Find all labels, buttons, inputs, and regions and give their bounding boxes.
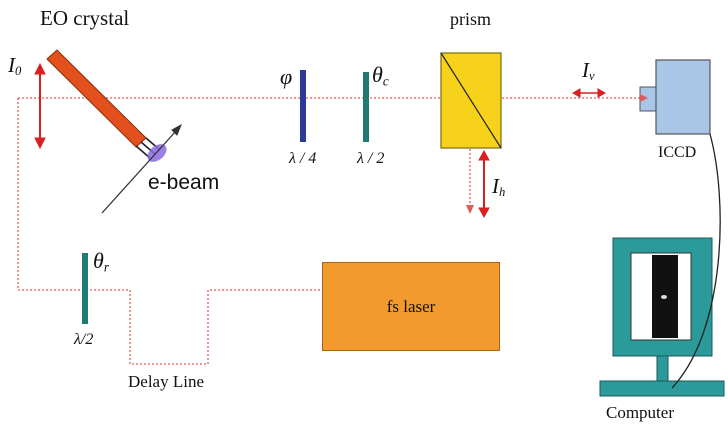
i0-symbol: I0: [8, 53, 22, 79]
eo-crystal: [46, 49, 167, 162]
phi-symbol: φ: [280, 64, 293, 89]
polarization-arrow-i0: [34, 62, 46, 150]
computer-base: [599, 380, 725, 397]
computer-label: Computer: [606, 403, 674, 422]
theta-c-symbol: θc: [372, 62, 389, 89]
half-wave-label-rotator: λ/2: [74, 331, 94, 348]
ih-symbol: Ih: [492, 174, 506, 200]
beam-path: [17, 97, 650, 365]
camera-cable: [671, 133, 721, 389]
beam-main-arrowhead: [640, 94, 648, 102]
e-beam-arrow: [101, 123, 182, 214]
beam-delay-line: [18, 289, 322, 365]
computer: [599, 133, 725, 397]
polarization-arrow-ih: [478, 149, 490, 219]
half-wave-plate-rotator: [82, 253, 88, 324]
beam-prism-down-arrowhead: [466, 205, 474, 214]
fs-laser-label: fs laser: [386, 296, 436, 316]
fs-laser: fs laser: [322, 262, 500, 351]
polarization-arrow-iv: [571, 88, 607, 98]
half-wave-label-compensator: λ / 2: [357, 150, 385, 167]
screen-beam-spot: [661, 295, 667, 299]
quarter-wave-plate: [300, 70, 306, 142]
monitor-stand: [656, 355, 669, 382]
iccd-label: ICCD: [658, 144, 697, 161]
beam-main-horizontal: [17, 97, 650, 290]
prism: [440, 52, 502, 149]
half-wave-plate-compensator: [363, 72, 369, 142]
eo-crystal-label: EO crystal: [40, 6, 130, 30]
delay-line-label: Delay Line: [128, 372, 204, 391]
iv-symbol: Iv: [582, 58, 595, 84]
e-beam-label: e-beam: [148, 171, 220, 194]
prism-label: prism: [450, 9, 492, 29]
theta-r-symbol: θr: [93, 248, 109, 275]
quarter-wave-label: λ / 4: [289, 150, 317, 167]
iccd-camera: [639, 59, 711, 135]
